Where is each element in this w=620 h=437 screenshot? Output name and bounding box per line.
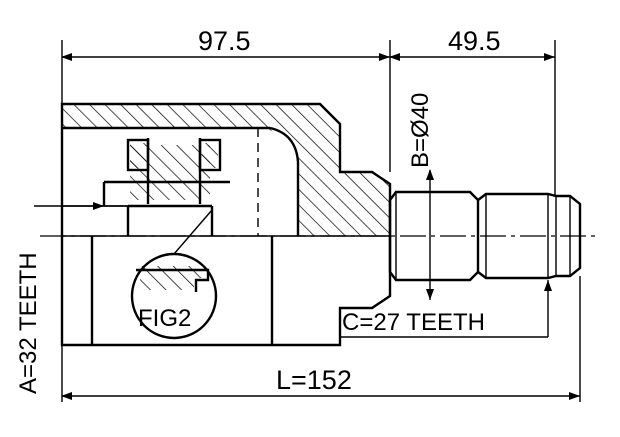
inner-spline-section [102, 138, 230, 236]
dim-b-text: B=Ø40 [407, 93, 434, 168]
dim-97-5: 97.5 [61, 26, 391, 172]
fig2-detail: FIG2 [130, 209, 218, 340]
dim-l-length: L=152 [61, 276, 581, 402]
dim-49-5: 49.5 [389, 26, 556, 196]
dim-49-5-text: 49.5 [448, 26, 501, 56]
dim-a-text: A=32 TEETH [15, 252, 42, 394]
dim-a-spline: A=32 TEETH [15, 202, 128, 394]
dim-97-5-text: 97.5 [198, 26, 251, 56]
housing-hatched-section [62, 104, 390, 236]
joint-housing [60, 102, 392, 347]
fig2-label: FIG2 [138, 305, 191, 332]
fig2-leader [173, 209, 213, 255]
dim-b-diameter: B=Ø40 [407, 93, 434, 300]
dim-c-text: C=27 TEETH [342, 309, 485, 336]
dim-c-spline: C=27 TEETH [340, 280, 552, 338]
dim-l-text: L=152 [276, 365, 352, 395]
